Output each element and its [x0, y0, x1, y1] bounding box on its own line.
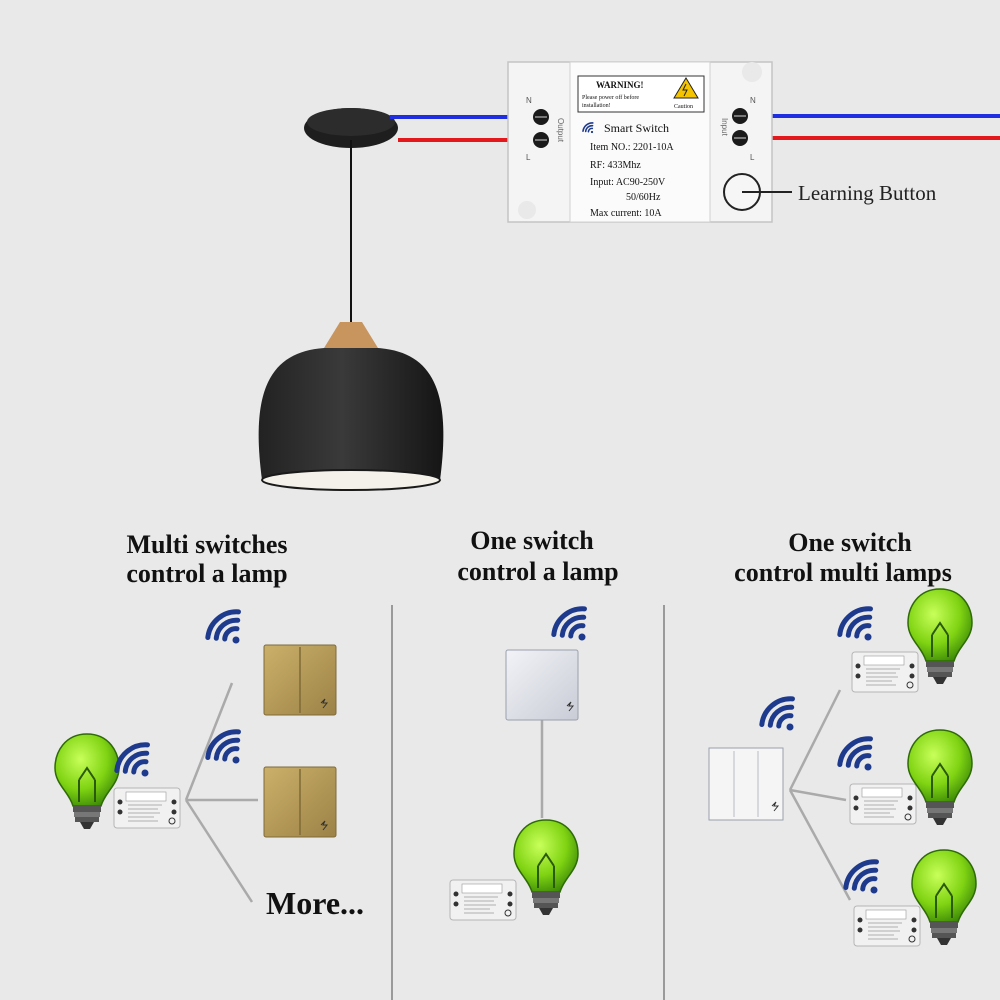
smart-switch-module: N L Output N L Input WARNING! Please pow…	[507, 61, 792, 223]
light-bulb-icon	[907, 729, 973, 826]
mini-module	[853, 905, 921, 947]
wifi-icon	[757, 693, 794, 731]
mini-module	[113, 787, 181, 829]
wall-switch	[263, 644, 337, 716]
warning-title: WARNING!	[596, 80, 644, 90]
panel-1: More...	[54, 606, 364, 921]
panel-1-title-line1: Multi switches	[126, 530, 287, 559]
module-current: Max current: 10A	[590, 208, 662, 219]
light-bulb-icon	[513, 819, 579, 916]
warning-text-2: installation!	[582, 103, 611, 109]
wifi-icon	[841, 856, 878, 894]
module-l-left: L	[526, 153, 531, 162]
module-n-left: N	[526, 96, 532, 105]
panel-3-title-line1: One switch	[788, 528, 912, 557]
mini-module	[851, 651, 919, 693]
module-input-label: Input	[720, 118, 729, 137]
module-input: Input: AC90-250V	[590, 177, 666, 188]
panel-1-title-line2: control a lamp	[126, 559, 287, 588]
mini-module	[849, 783, 917, 825]
wifi-icon	[835, 603, 872, 641]
module-output-label: Output	[556, 118, 565, 143]
panel-2-title-line1: One switch	[470, 526, 594, 555]
wifi-icon	[835, 733, 872, 771]
module-title: Smart Switch	[604, 121, 669, 135]
panel-2	[449, 603, 586, 921]
light-bulb-icon	[911, 849, 977, 946]
panel-2-title-line2: control a lamp	[457, 557, 618, 586]
wifi-icon	[549, 603, 586, 641]
mini-module	[449, 879, 517, 921]
light-bulb-icon	[54, 733, 120, 830]
wall-switch	[505, 649, 579, 721]
wifi-icon	[203, 606, 240, 644]
more-label: More...	[266, 885, 364, 921]
wall-switch	[263, 766, 337, 838]
caution-label: Caution	[674, 104, 693, 110]
module-n-right: N	[750, 96, 756, 105]
panel-3-title-line2: control multi lamps	[734, 558, 952, 587]
caution-icon	[673, 77, 699, 99]
panel-3	[708, 588, 977, 947]
warning-text-1: Please power off before	[582, 94, 639, 101]
learning-button-label: Learning Button	[798, 181, 937, 205]
wall-switch	[708, 747, 784, 821]
pendant-lamp	[258, 108, 444, 491]
module-freq: 50/60Hz	[626, 192, 661, 203]
module-rf: RF: 433Mhz	[590, 160, 641, 171]
module-item: Item NO.: 2201-10A	[590, 142, 674, 153]
module-l-right: L	[750, 153, 755, 162]
